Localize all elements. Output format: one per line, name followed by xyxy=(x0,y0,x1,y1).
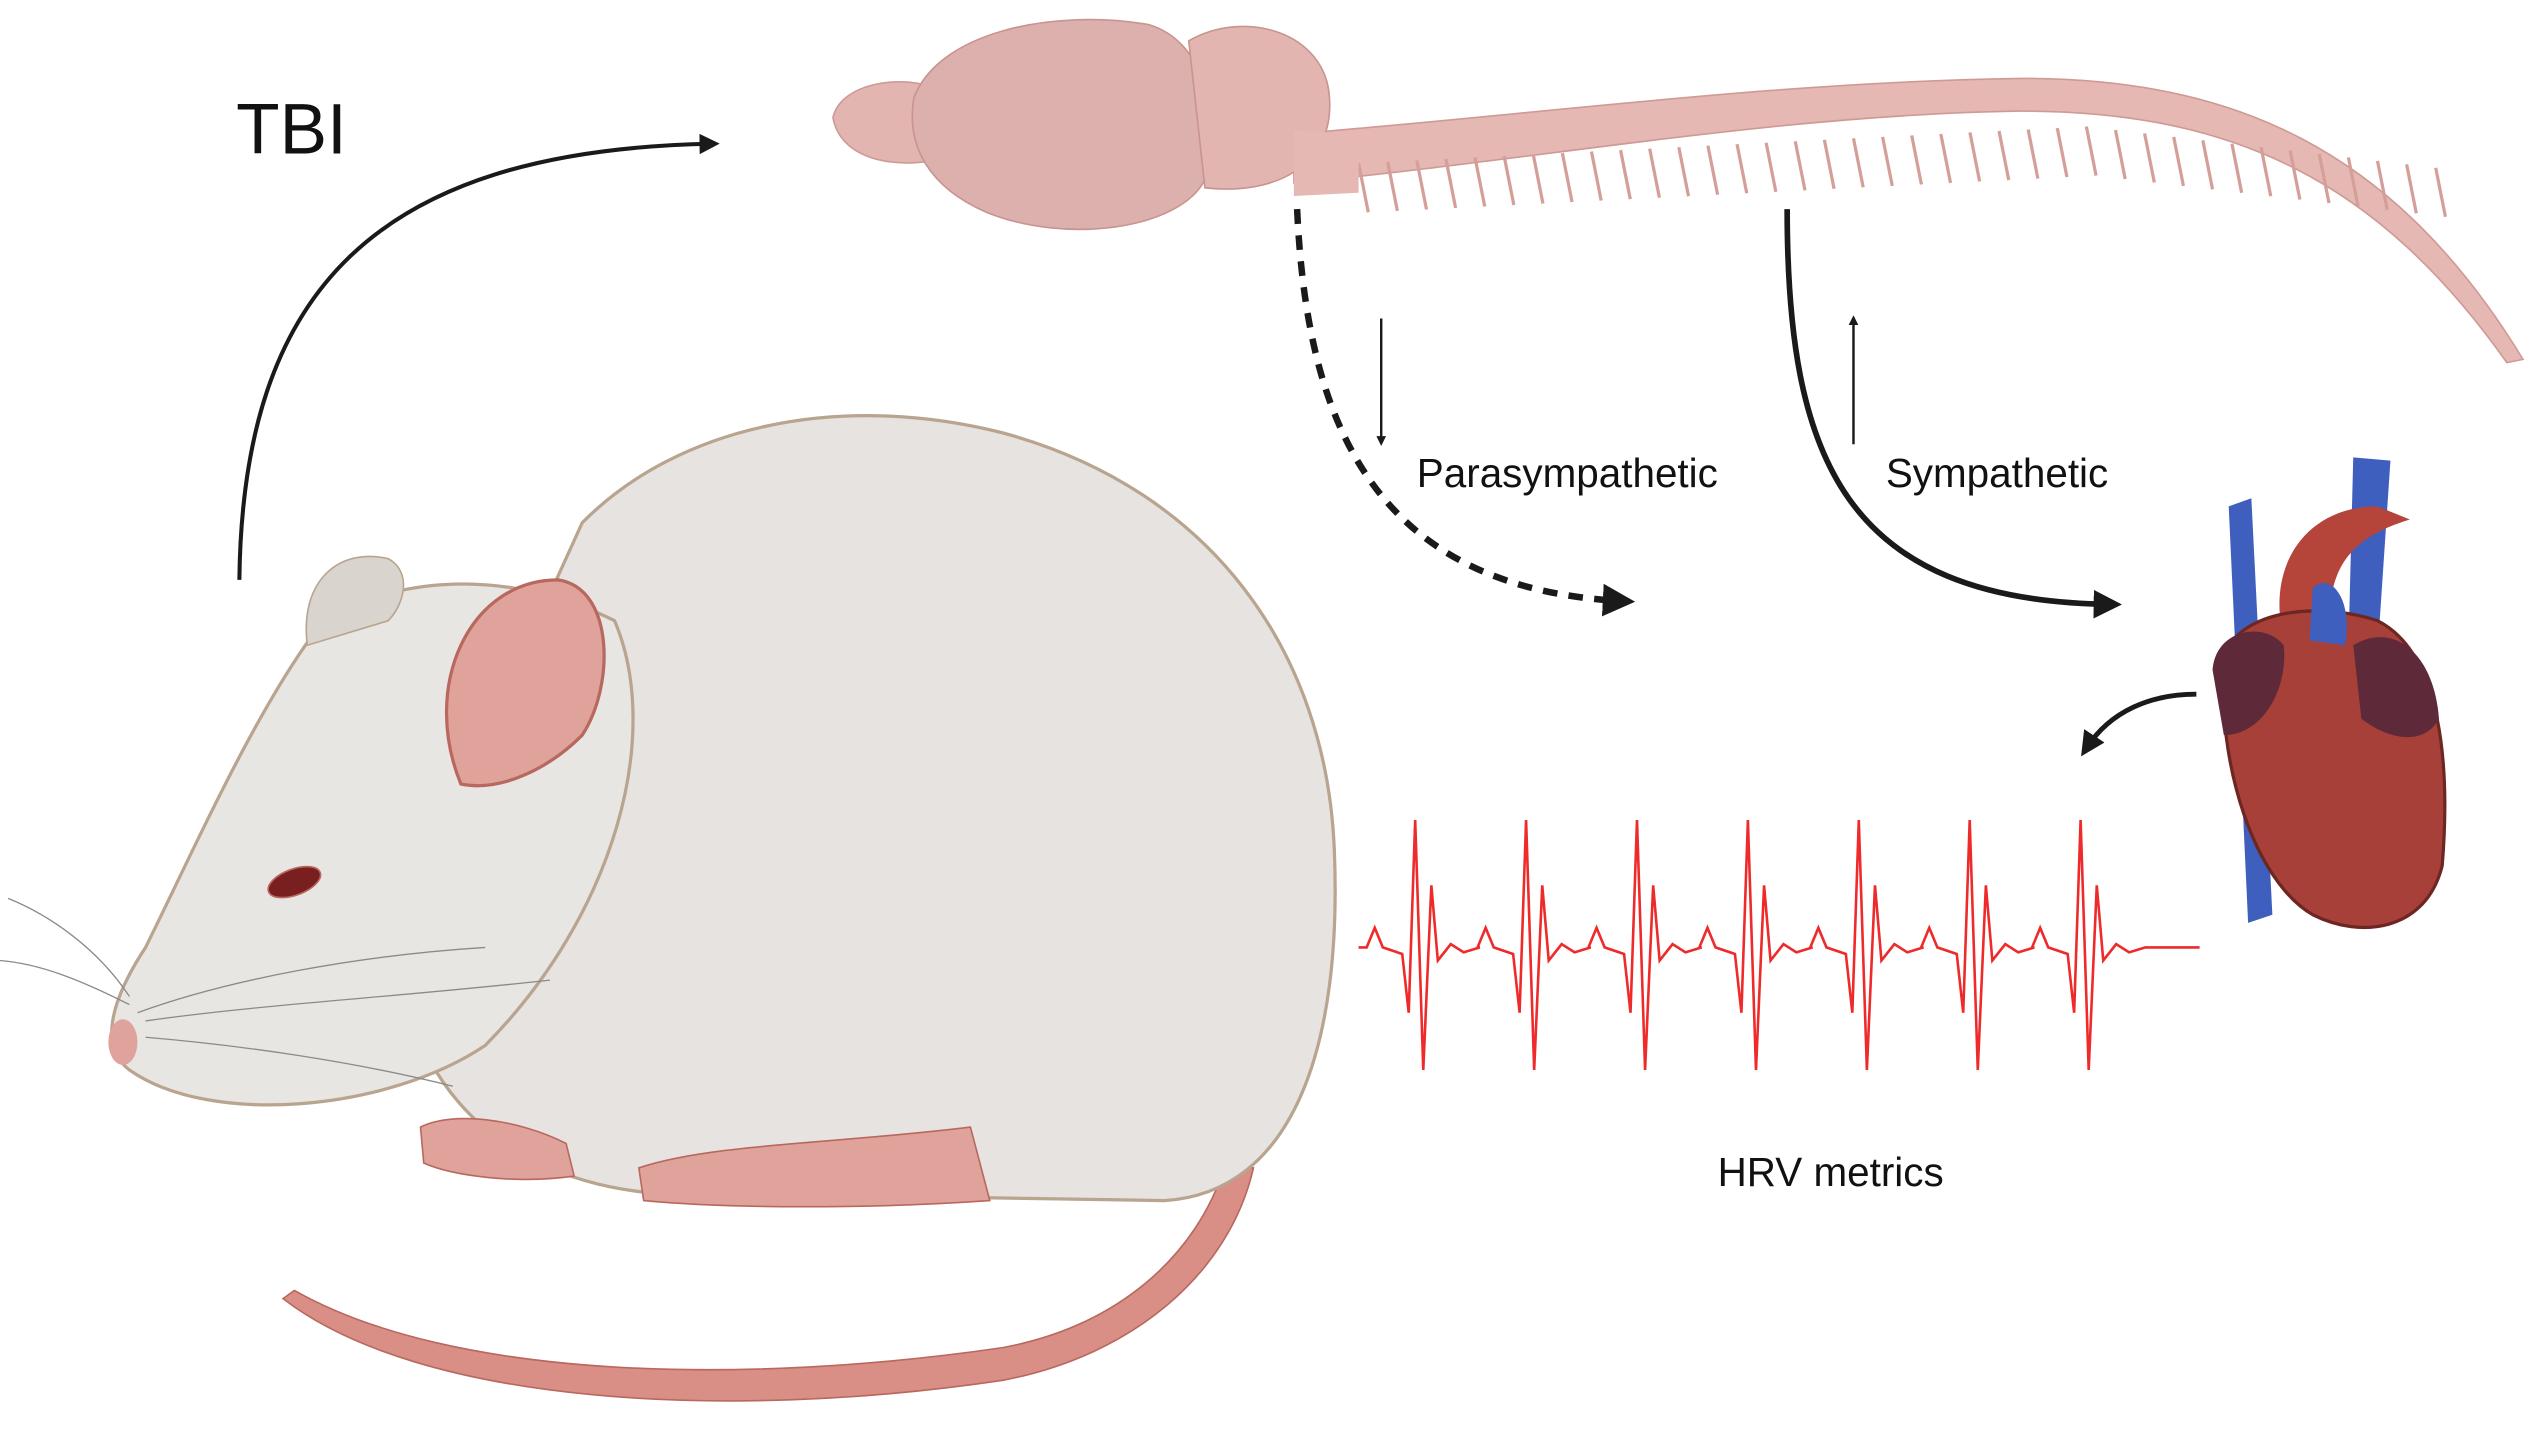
spinal-nerve xyxy=(2201,139,2215,190)
spinal-nerve xyxy=(1764,142,1778,193)
spinal-nerve xyxy=(1881,136,1894,187)
spinal-nerve xyxy=(2434,167,2448,218)
spinal-nerve xyxy=(2405,164,2418,214)
rat-back-ear xyxy=(305,555,405,647)
tbi-label: TBI xyxy=(236,89,347,169)
brainstem xyxy=(1293,130,1359,197)
spinal-nerve xyxy=(1531,154,1545,204)
spinal-nerve xyxy=(2259,146,2273,197)
spinal-nerve xyxy=(1910,135,1923,185)
spinal-nerve xyxy=(1851,138,1865,188)
rat-illustration xyxy=(0,414,1337,1402)
sympathetic-label: Sympathetic xyxy=(1886,450,2108,496)
ecg-trace xyxy=(1358,819,2200,1070)
spinal-nerve xyxy=(2375,160,2389,211)
spinal-cord xyxy=(1293,77,2525,364)
rat-eye xyxy=(267,865,322,899)
spinal-nerve xyxy=(2084,126,2098,176)
rat-ear xyxy=(445,578,606,788)
parasympathetic-arrow xyxy=(1293,208,1636,617)
tbi-arrow xyxy=(237,133,720,580)
heart-to-ecg-arrow xyxy=(2081,691,2197,757)
spinal-nerve xyxy=(2172,136,2186,187)
cerebrum xyxy=(911,18,1212,231)
spinal-nerve xyxy=(1444,158,1458,209)
spinal-nerve xyxy=(2143,133,2156,183)
brain-spinal-cord xyxy=(832,18,2525,364)
rat-tail xyxy=(281,1162,1255,1402)
spinal-nerve xyxy=(1822,139,1836,190)
spinal-nerve xyxy=(2113,129,2127,180)
spinal-nerve xyxy=(1648,148,1661,198)
spinal-nerve xyxy=(1386,161,1399,212)
spinal-nerve xyxy=(2288,150,2302,200)
spinal-nerve xyxy=(2055,127,2069,178)
rat-hind-paw xyxy=(637,1126,991,1208)
spinal-nerve xyxy=(1560,152,1574,203)
spinal-nerve xyxy=(1415,160,1429,210)
spinal-nerve xyxy=(1473,157,1487,207)
rat-front-paw xyxy=(419,1117,576,1181)
spinal-nerve xyxy=(2230,143,2244,194)
spinal-nerve xyxy=(1356,163,1370,213)
spinal-nerve xyxy=(2317,153,2331,204)
spinal-nerve xyxy=(2346,157,2360,207)
spinal-nerve xyxy=(1677,146,1691,197)
spinal-nerve xyxy=(1589,151,1603,201)
hrv-metrics-label: HRV metrics xyxy=(1718,1149,1944,1195)
spinal-nerve xyxy=(1939,133,1953,184)
spinal-nerve xyxy=(1997,130,2011,181)
spinal-nerve xyxy=(1793,140,1807,191)
spinal-nerve xyxy=(1968,132,1982,182)
spinal-nerve xyxy=(1735,143,1749,194)
parasympathetic-label: Parasympathetic xyxy=(1417,450,1718,496)
sympathetic-arrow xyxy=(1784,209,2122,619)
heart-illustration xyxy=(2212,457,2447,930)
spinal-nerve xyxy=(1618,149,1632,200)
spinal-nerve xyxy=(1502,155,1516,206)
rat-nose xyxy=(108,1019,138,1066)
spinal-nerve xyxy=(1706,145,1720,196)
spinal-nerve xyxy=(2026,129,2040,179)
